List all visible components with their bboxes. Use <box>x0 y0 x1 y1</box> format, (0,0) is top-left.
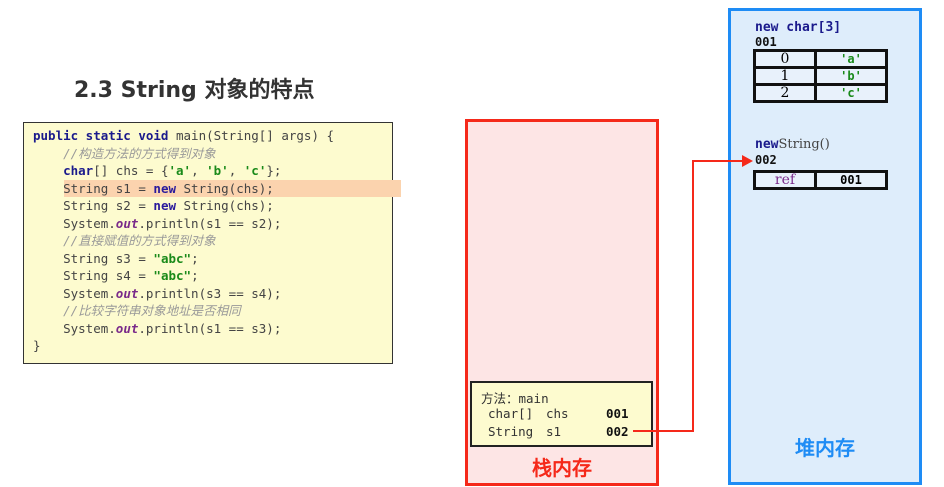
code-token: public static void <box>33 128 169 143</box>
string-constructor: String() <box>778 137 830 152</box>
code-token: "abc" <box>153 250 192 266</box>
code-line: String s4 = "abc"; <box>24 267 401 284</box>
code-token: System. <box>33 285 116 301</box>
arrow-head-icon <box>742 155 753 167</box>
code-token: System. <box>33 215 116 231</box>
code-token: String s3 = <box>33 250 154 266</box>
code-token: .println(s1 == s3); <box>138 320 282 336</box>
code-token: ; <box>191 268 199 283</box>
new-keyword: new <box>755 137 779 152</box>
ref-field: ref <box>756 173 814 187</box>
array-row: 0'a' <box>756 52 885 66</box>
code-line: String s2 = new String(chs); <box>24 197 401 214</box>
code-line: System.out.println(s3 == s4); <box>24 285 401 302</box>
var-type: char[] <box>488 406 534 421</box>
string-header: newString() <box>755 137 830 152</box>
code-token: .println(s1 == s2); <box>138 215 282 231</box>
code-line: String s1 = new String(chs); <box>24 179 401 197</box>
code-token: .println(s3 == s4); <box>138 285 282 301</box>
code-token: main(String[] args) { <box>168 128 335 143</box>
code-line: } <box>24 337 401 354</box>
code-token: String s2 = <box>33 198 154 213</box>
array-index: 0 <box>756 52 814 66</box>
var-value: 002 <box>606 424 629 439</box>
code-token: char <box>63 163 94 178</box>
code-token: System. <box>33 320 116 336</box>
code-token: ; <box>191 250 199 266</box>
code-token: 'b' <box>206 163 229 178</box>
code-line: public static void main(String[] args) { <box>24 127 401 144</box>
code-token: , <box>191 163 207 178</box>
code-token: out <box>115 215 139 231</box>
array-header: new char[3] <box>755 20 842 35</box>
array-index: 1 <box>756 69 814 83</box>
main-stack-frame: 方法：main char[] chs 001 String s1 002 <box>470 381 653 447</box>
stack-label: 栈内存 <box>532 456 592 480</box>
ref-value: 001 <box>817 173 885 187</box>
code-token: , <box>228 163 244 178</box>
var-name: s1 <box>546 424 562 439</box>
code-line: char[] chs = {'a', 'b', 'c'}; <box>24 162 401 179</box>
code-token: //构造方法的方式得到对象 <box>63 145 216 161</box>
code-token: "abc" <box>153 268 192 283</box>
slide-title: 2.3 String 对象的特点 <box>74 78 315 103</box>
code-token: } <box>33 338 41 353</box>
code-token: //比较字符串对象地址是否相同 <box>63 303 241 318</box>
frame-title: 方法：main <box>481 391 549 406</box>
code-line: //直接赋值的方式得到对象 <box>24 232 401 249</box>
var-type: String <box>488 424 534 439</box>
code-token: }; <box>266 163 282 178</box>
var-value: 001 <box>606 406 629 421</box>
char-array-table: 0'a'1'b'2'c' <box>753 49 888 103</box>
heap-label: 堆内存 <box>795 436 855 460</box>
array-value: 'c' <box>817 86 885 100</box>
string-address: 002 <box>755 153 777 167</box>
code-token: String s4 = <box>33 268 154 283</box>
var-name: chs <box>546 406 569 421</box>
array-value: 'b' <box>817 69 885 83</box>
code-token: 'a' <box>168 163 192 178</box>
code-token: out <box>115 285 139 301</box>
array-value: 'a' <box>817 52 885 66</box>
code-token: [] chs = { <box>93 163 169 178</box>
code-token: //直接赋值的方式得到对象 <box>63 233 216 248</box>
code-token: String(chs); <box>176 198 274 213</box>
array-row: 2'c' <box>756 86 885 100</box>
code-block: public static void main(String[] args) {… <box>23 122 401 364</box>
code-line: //比较字符串对象地址是否相同 <box>24 302 401 319</box>
code-line: //构造方法的方式得到对象 <box>24 145 401 162</box>
code-line: String s3 = "abc"; <box>24 250 401 267</box>
array-index: 2 <box>756 86 814 100</box>
arrow-line <box>633 160 745 432</box>
array-row: 1'b' <box>756 69 885 83</box>
string-object-table: ref 001 <box>753 170 888 190</box>
code-token: new <box>153 180 176 196</box>
array-address: 001 <box>755 35 777 49</box>
code-token: new <box>153 198 176 213</box>
code-token: String s1 = <box>33 180 154 196</box>
code-line: System.out.println(s1 == s2); <box>24 215 401 232</box>
code-token: out <box>115 320 139 336</box>
code-token: String(chs); <box>176 180 274 196</box>
code-token: 'c' <box>243 163 267 178</box>
code-line: System.out.println(s1 == s3); <box>24 320 401 337</box>
